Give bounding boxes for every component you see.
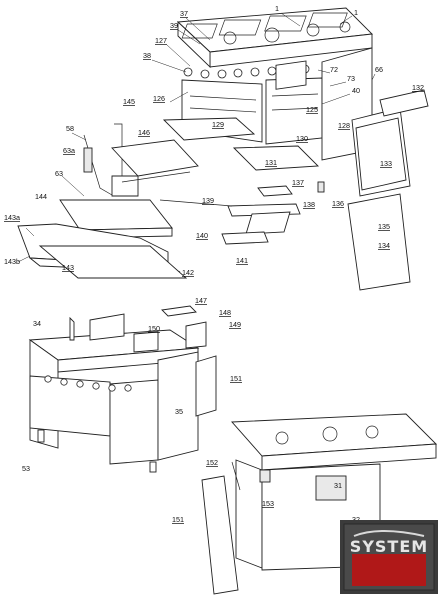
callout-32: 32 xyxy=(352,515,360,524)
callout-146: 146 xyxy=(138,128,150,137)
callout-66: 66 xyxy=(375,65,383,74)
callout-138: 138 xyxy=(303,200,315,209)
oven-doors xyxy=(347,89,429,291)
callout-58: 58 xyxy=(66,124,74,133)
callout-128: 128 xyxy=(338,121,350,130)
callout-137: 137 xyxy=(292,178,304,187)
callout-labels: 1 1 37 39 127 38 72 73 66 40 126 145 125… xyxy=(4,4,424,524)
callout-139: 139 xyxy=(202,196,214,205)
callout-35: 35 xyxy=(175,407,183,416)
leader-lines xyxy=(17,12,376,263)
drawer-frame xyxy=(83,123,199,197)
callout-144: 144 xyxy=(35,192,47,201)
callout-140: 140 xyxy=(196,231,208,240)
callout-133: 133 xyxy=(380,159,392,168)
callout-125: 125 xyxy=(306,105,318,114)
base-cabinet xyxy=(28,305,217,473)
callout-143b: 143b xyxy=(4,257,20,266)
callout-153: 153 xyxy=(262,499,274,508)
callout-1: 1 xyxy=(275,4,279,13)
drip-tray xyxy=(17,199,188,279)
logo-text: SYSTEM xyxy=(350,537,428,556)
callout-148: 148 xyxy=(219,308,231,317)
callout-31: 31 xyxy=(334,481,342,490)
range-body xyxy=(176,7,373,193)
callout-135: 135 xyxy=(378,222,390,231)
callout-151: 151 xyxy=(172,515,184,524)
callout-40: 40 xyxy=(352,86,360,95)
callout-134: 134 xyxy=(378,241,390,250)
callout-129: 129 xyxy=(212,120,224,129)
callout-1: 1 xyxy=(354,8,358,17)
callout-53: 53 xyxy=(22,464,30,473)
base-knobs xyxy=(44,375,132,392)
burner-assembly xyxy=(159,199,301,245)
callout-73: 73 xyxy=(347,74,355,83)
callout-142: 142 xyxy=(182,268,194,277)
callout-152: 152 xyxy=(206,458,218,467)
callout-145: 145 xyxy=(123,97,135,106)
callout-39: 39 xyxy=(170,21,178,30)
callout-150: 150 xyxy=(148,324,160,333)
callout-127: 127 xyxy=(155,36,167,45)
oven-trays xyxy=(162,60,320,197)
callout-141: 141 xyxy=(236,256,248,265)
callout-130: 130 xyxy=(296,134,308,143)
callout-143: 143 xyxy=(62,263,74,272)
callout-72: 72 xyxy=(330,65,338,74)
callout-37: 37 xyxy=(180,9,188,18)
callout-147: 147 xyxy=(195,296,207,305)
callout-63a: 63a xyxy=(63,146,75,155)
callout-143a: 143a xyxy=(4,213,20,222)
callout-149: 149 xyxy=(229,320,241,329)
callout-34: 34 xyxy=(33,319,41,328)
callout-126: 126 xyxy=(153,94,165,103)
callout-151: 151 xyxy=(230,374,242,383)
system-logo: SYSTEM xyxy=(340,520,438,594)
callout-132: 132 xyxy=(412,83,424,92)
callout-63: 63 xyxy=(55,169,63,178)
callout-131: 131 xyxy=(265,158,277,167)
callout-38: 38 xyxy=(143,51,151,60)
callout-136: 136 xyxy=(332,199,344,208)
